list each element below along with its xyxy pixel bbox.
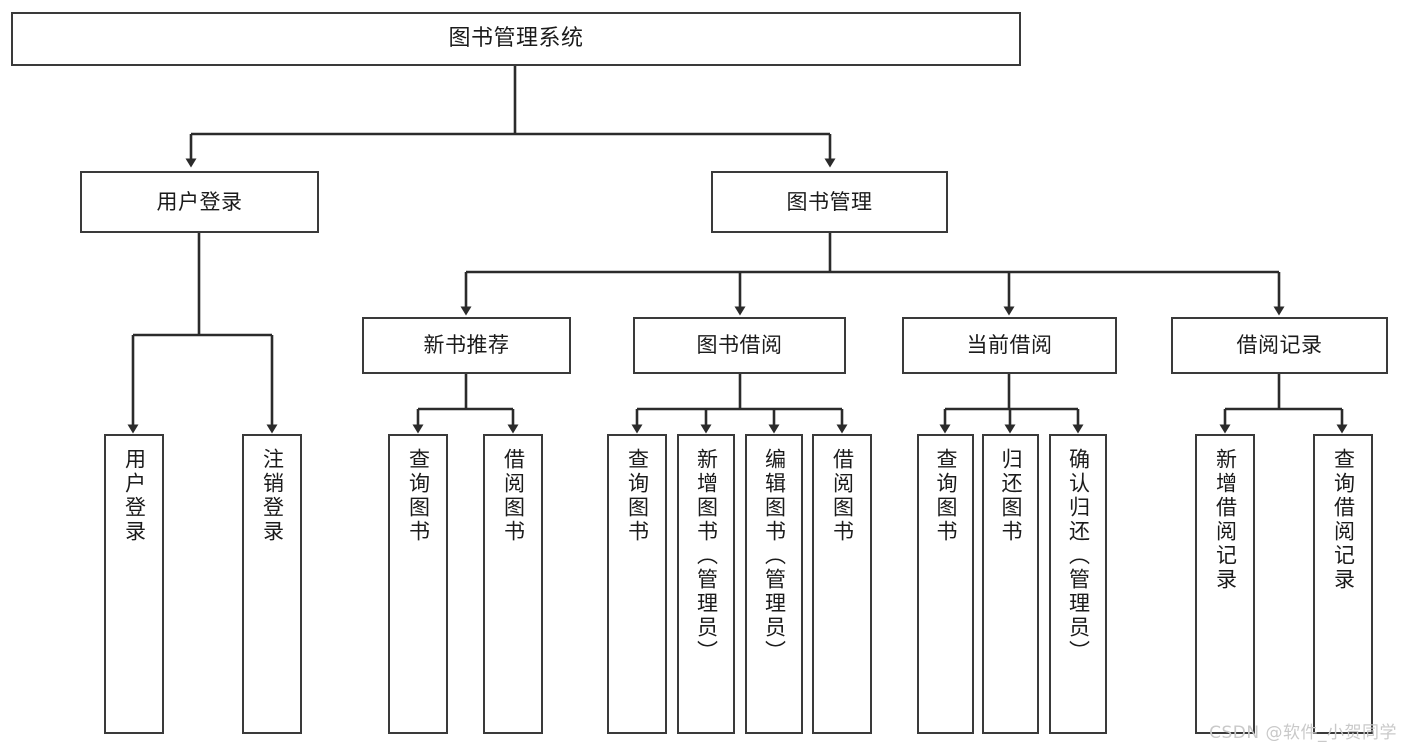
node-leaf-confirm-return[interactable]: 确认归还（管理员） (1049, 434, 1107, 734)
node-label: 查询图书 (406, 448, 431, 544)
node-leaf-return-book[interactable]: 归还图书 (982, 434, 1039, 734)
node-label: 借阅图书 (501, 448, 526, 544)
node-leaf-query-book-2[interactable]: 查询图书 (607, 434, 667, 734)
node-label: 用户登录 (122, 448, 147, 544)
node-label: 注销登录 (260, 448, 285, 544)
node-label: 新增借阅记录 (1213, 448, 1238, 592)
node-leaf-add-book[interactable]: 新增图书（管理员） (677, 434, 735, 734)
node-label: 借阅记录 (1236, 333, 1323, 358)
node-new-book-recommend[interactable]: 新书推荐 (362, 317, 571, 374)
node-leaf-borrow-book-1[interactable]: 借阅图书 (483, 434, 543, 734)
node-label: 新书推荐 (423, 333, 510, 358)
node-leaf-query-book-1[interactable]: 查询图书 (388, 434, 448, 734)
node-label: 确认归还（管理员） (1066, 448, 1091, 664)
node-label: 编辑图书（管理员） (762, 448, 787, 664)
node-label: 归还图书 (999, 448, 1023, 544)
node-leaf-edit-book[interactable]: 编辑图书（管理员） (745, 434, 803, 734)
node-user-login[interactable]: 用户登录 (80, 171, 319, 233)
watermark: CSDN @软件_小贺同学 (1209, 723, 1397, 743)
node-label: 借阅图书 (830, 448, 855, 544)
node-leaf-user-login[interactable]: 用户登录 (104, 434, 164, 734)
node-leaf-query-book-3[interactable]: 查询图书 (917, 434, 974, 734)
node-label: 查询图书 (934, 448, 958, 544)
node-leaf-query-record[interactable]: 查询借阅记录 (1313, 434, 1373, 734)
node-borrow-record[interactable]: 借阅记录 (1171, 317, 1388, 374)
node-leaf-add-record[interactable]: 新增借阅记录 (1195, 434, 1255, 734)
node-label: 图书管理系统 (448, 26, 584, 52)
node-root-system[interactable]: 图书管理系统 (11, 12, 1021, 66)
node-current-borrow[interactable]: 当前借阅 (902, 317, 1117, 374)
node-label: 查询图书 (625, 448, 650, 544)
node-leaf-borrow-book-2[interactable]: 借阅图书 (812, 434, 872, 734)
node-label: 图书管理 (786, 189, 873, 214)
node-label: 当前借阅 (966, 333, 1053, 358)
node-label: 图书借阅 (696, 333, 783, 358)
node-book-borrow[interactable]: 图书借阅 (633, 317, 846, 374)
node-label: 用户登录 (156, 189, 243, 214)
node-book-management[interactable]: 图书管理 (711, 171, 948, 233)
node-label: 新增图书（管理员） (694, 448, 719, 664)
node-label: 查询借阅记录 (1331, 448, 1356, 592)
node-leaf-logout-login[interactable]: 注销登录 (242, 434, 302, 734)
